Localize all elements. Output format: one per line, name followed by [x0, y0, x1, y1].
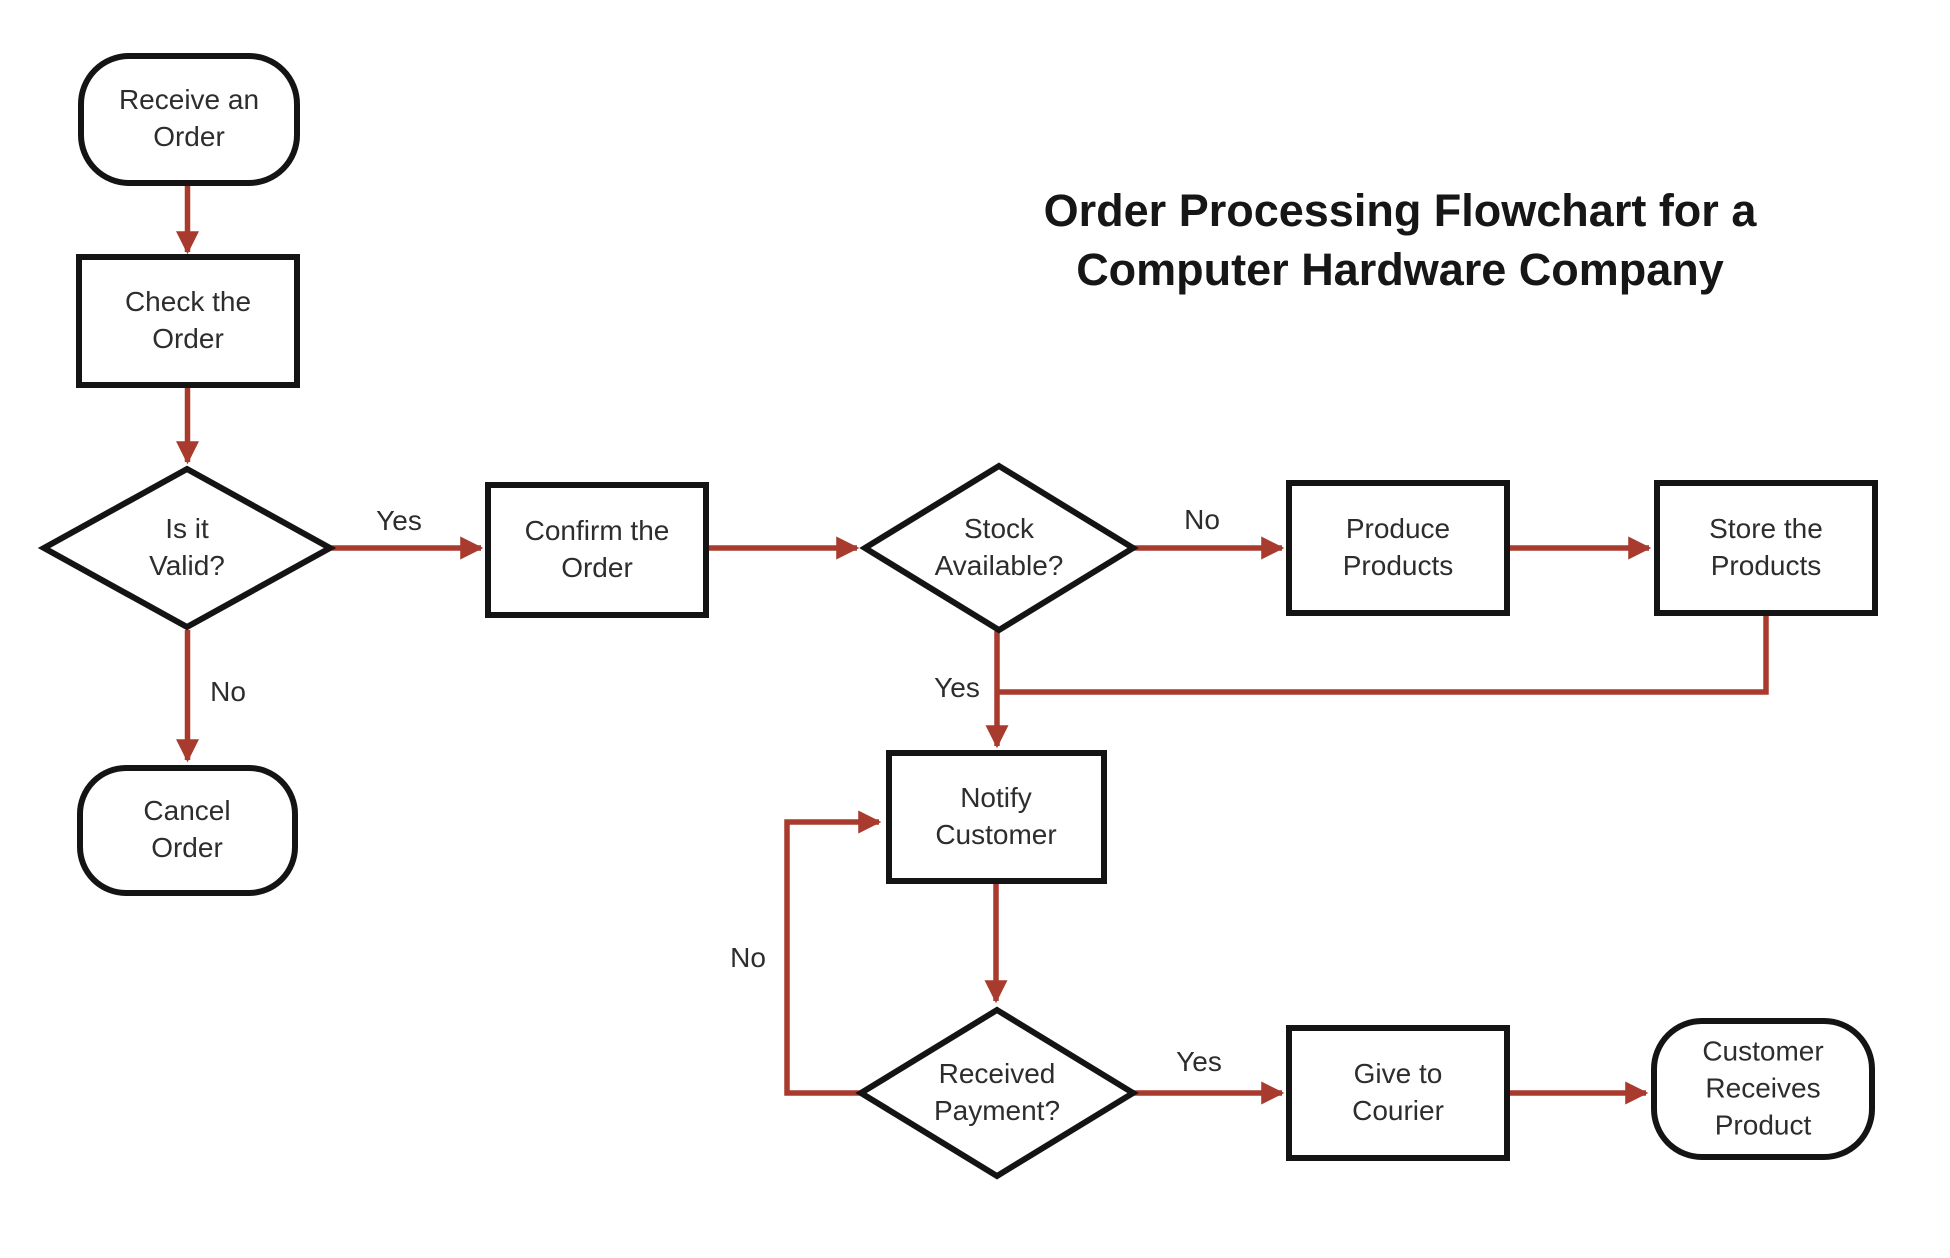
node-shape-cancel [77, 765, 298, 896]
node-label-store: Store the Products [1709, 513, 1823, 581]
diagram-title-line1: Order Processing Flowchart for a [1043, 185, 1757, 236]
node-shape-stock [859, 462, 1139, 634]
node-label-courier: Give to Courier [1352, 1058, 1444, 1126]
node-shape-courier [1286, 1025, 1510, 1161]
edge-payment-no-loop [784, 810, 882, 1096]
node-shape-store [1654, 480, 1878, 616]
node-label-confirm: Confirm the Order [524, 515, 670, 583]
node-label-notify: Notify Customer [935, 782, 1057, 850]
edge-label-valid-no: No [210, 676, 246, 707]
edge-label-valid-yes: Yes [376, 505, 422, 536]
node-shape-start [78, 53, 300, 186]
node-label-cancel: Cancel Order [143, 795, 231, 863]
edge-label-stock-no: No [1184, 504, 1220, 535]
node-label-payment: Received Payment? [933, 1058, 1061, 1126]
edge-label-payment-no: No [730, 942, 766, 973]
node-shape-confirm [485, 482, 709, 618]
node-label-customer: Customer Receives Product [1702, 1035, 1824, 1141]
edge-store-merge [999, 614, 1769, 695]
node-label-check: Check the Order [124, 286, 252, 354]
diagram-title: Order Processing Flowchart for a Compute… [1000, 182, 1800, 299]
node-shape-check [76, 254, 300, 388]
node-label-produce: Produce Products [1342, 513, 1454, 581]
edge-label-payment-yes: Yes [1176, 1046, 1222, 1077]
node-label-start: Receive an Order [118, 84, 260, 152]
node-shape-notify [886, 750, 1107, 884]
node-shape-payment [855, 1006, 1139, 1180]
node-shape-customer [1651, 1018, 1875, 1160]
edge-label-stock-yes: Yes [934, 672, 980, 703]
diagram-title-line2: Computer Hardware Company [1076, 243, 1724, 295]
node-label-valid: Is it Valid? [149, 513, 225, 581]
node-label-stock: Stock Available? [934, 513, 1064, 581]
node-shape-valid [37, 465, 337, 631]
node-shape-produce [1286, 480, 1510, 616]
